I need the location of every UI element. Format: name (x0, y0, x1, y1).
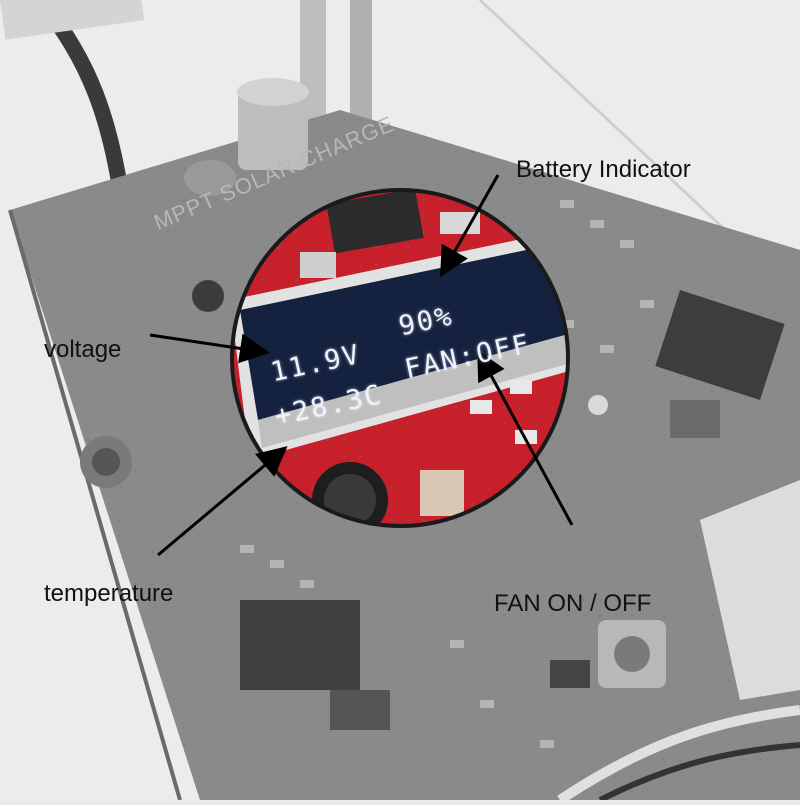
connector-white (700, 480, 800, 700)
screw-top (192, 280, 224, 312)
temperature-arrow (157, 446, 288, 557)
callout-fan: FAN ON / OFF (494, 590, 652, 617)
lens-ring (230, 188, 570, 528)
magnified-lens-content (232, 190, 568, 526)
callout-temperature: temperature (44, 580, 174, 607)
capacitor (238, 90, 308, 170)
ic-chip-right (655, 289, 785, 401)
oled-panel (240, 245, 565, 420)
battery-arrow (440, 174, 500, 278)
fan-arrow (477, 349, 574, 526)
mosfet-bottom (240, 600, 360, 690)
callout-voltage: voltage (44, 336, 122, 363)
callout-battery-indicator: Battery Indicator (516, 156, 691, 183)
voltage-arrow (149, 333, 270, 364)
